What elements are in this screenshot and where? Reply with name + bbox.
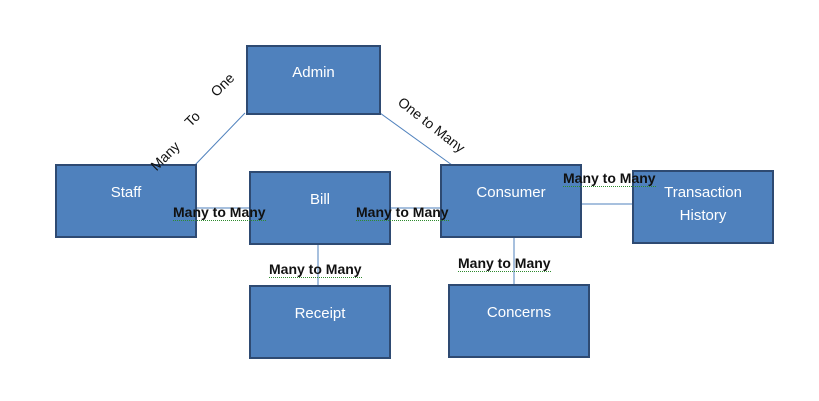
node-concerns-label: Concerns xyxy=(486,304,552,321)
rel-consumer-transaction: Many to Many xyxy=(563,170,656,187)
rel-bill-receipt: Many to Many xyxy=(269,261,362,278)
node-bill: Bill xyxy=(249,171,391,245)
node-staff-label: Staff xyxy=(110,184,142,201)
rel-consumer-concerns: Many to Many xyxy=(458,255,551,272)
node-admin-label: Admin xyxy=(292,64,335,81)
node-staff: Staff xyxy=(55,164,197,238)
node-transaction-history-label: Transaction History xyxy=(664,184,742,224)
node-concerns: Concerns xyxy=(448,284,590,358)
node-bill-label: Bill xyxy=(309,191,330,208)
node-consumer: Consumer xyxy=(440,164,582,238)
rel-staff-bill: Many to Many xyxy=(173,204,266,221)
line-admin-consumer xyxy=(379,112,453,166)
node-transaction-history: Transaction History xyxy=(632,170,774,244)
line-admin-staff xyxy=(194,112,246,166)
node-receipt: Receipt xyxy=(249,285,391,359)
rel-bill-consumer: Many to Many xyxy=(356,204,449,221)
node-receipt-label: Receipt xyxy=(294,305,346,322)
node-admin: Admin xyxy=(246,45,381,115)
node-consumer-label: Consumer xyxy=(476,184,546,201)
